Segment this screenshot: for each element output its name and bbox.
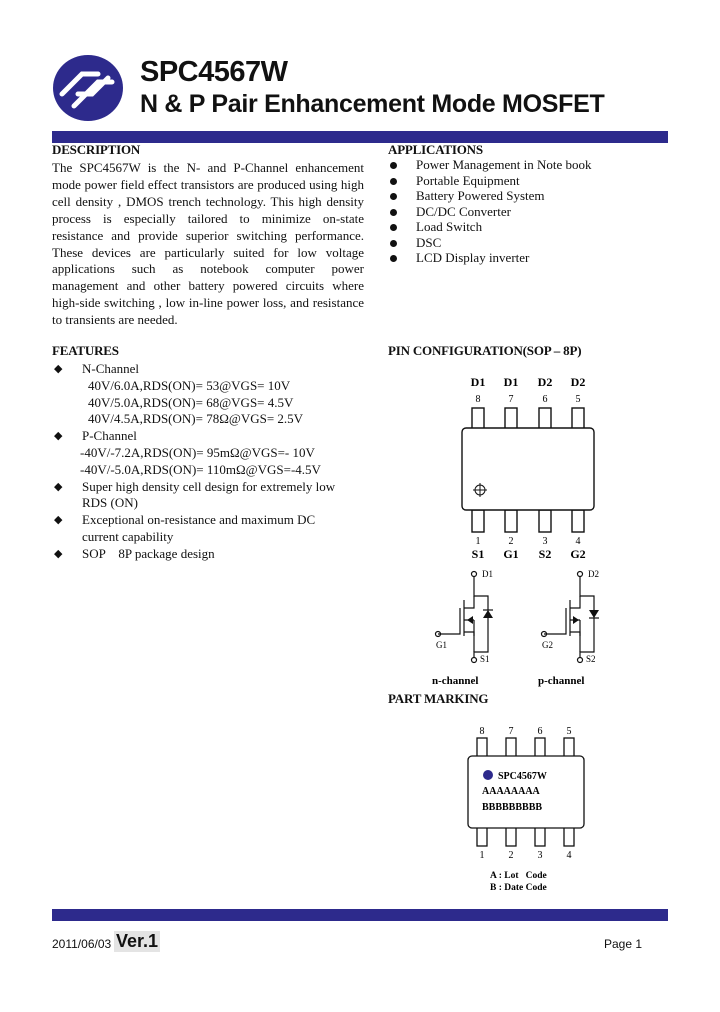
pin-number-8: 8 <box>476 394 481 405</box>
spec-line: -40V/-7.2A,RDS(ON)= 95mΩ@VGS=- 10V <box>80 444 315 460</box>
pin-label-3: S2 <box>539 547 552 561</box>
marking-line-1: SPC4567W <box>498 771 547 782</box>
list-item: LCD Display inverter <box>388 250 591 266</box>
spec-line: -40V/-5.0A,RDS(ON)= 110mΩ@VGS=-4.5V <box>80 461 321 477</box>
mark-pin-2: 2 <box>509 850 514 861</box>
mark-pin-5: 5 <box>567 726 572 737</box>
n-gate-label: G1 <box>436 640 447 650</box>
product-title: SPC4567W <box>140 56 288 88</box>
feature-bullet-cont: current capability <box>82 528 174 544</box>
legend-date-code: B : Date Code <box>490 883 547 893</box>
pin-number-2: 2 <box>509 536 514 547</box>
legend-lot-code: A : Lot Code <box>490 871 547 881</box>
mosfet-schematic-diagram: D1 G1 S1 D2 G2 S2 n-channel p-channel <box>432 569 599 687</box>
list-item: Portable Equipment <box>388 173 591 189</box>
pin-number-3: 3 <box>543 536 548 547</box>
product-subtitle: N & P Pair Enhancement Mode MOSFET <box>140 90 605 118</box>
n-channel-mosfet-symbol <box>434 570 489 664</box>
header-divider-bar <box>52 131 668 143</box>
pin-number-4: 4 <box>576 536 581 547</box>
footer-date: 2011/06/03 <box>52 937 112 951</box>
diamond-bullet-icon: ◆ <box>54 514 63 527</box>
feature-bullet-cont: RDS (ON) <box>82 495 138 511</box>
part-marking-heading: PART MARKING <box>388 691 489 706</box>
mark-pin-1: 1 <box>480 850 485 861</box>
mark-pin-3: 3 <box>538 850 543 861</box>
diamond-bullet-icon: ◆ <box>54 547 63 560</box>
list-item: DSC <box>388 235 591 251</box>
features-heading: FEATURES <box>52 343 119 358</box>
mark-pin-6: 6 <box>538 726 543 737</box>
description-heading: DESCRIPTION <box>52 142 141 157</box>
p-gate-label: G2 <box>542 640 553 650</box>
p-source-label: S2 <box>586 654 596 664</box>
n-source-label: S1 <box>480 654 490 664</box>
pin-number-7: 7 <box>509 394 514 405</box>
pin-number-5: 5 <box>576 394 581 405</box>
list-item: Load Switch <box>388 219 591 235</box>
feature-bullet: ◆SOP 8P package design <box>54 545 215 561</box>
diamond-bullet-icon: ◆ <box>54 363 63 375</box>
sop8-package-diagram: D1 D1 D2 D2 8 7 6 5 1 2 3 4 S1 G1 S2 G2 <box>461 375 595 561</box>
marking-chip-body <box>467 755 585 829</box>
part-marking-diagram: 8 7 6 5 SPC4567W AAAAAAAA BBBBBBBBB 1 2 … <box>467 726 585 893</box>
chip-body <box>461 427 595 511</box>
spec-line: 40V/5.0A,RDS(ON)= 68@VGS= 4.5V <box>88 394 294 410</box>
feature-bullet: ◆Exceptional on-resistance and maximum D… <box>54 512 316 528</box>
features-list: ◆N-Channel 40V/6.0A,RDS(ON)= 53@VGS= 10V… <box>52 361 372 563</box>
diamond-bullet-icon: ◆ <box>54 430 63 443</box>
p-drain-label: D2 <box>588 569 599 579</box>
diamond-bullet-icon: ◆ <box>54 480 63 493</box>
page-number: Page 1 <box>604 937 643 951</box>
p-channel-caption: p-channel <box>538 675 584 687</box>
company-logo-icon <box>53 55 123 121</box>
n-drain-label: D1 <box>482 569 493 579</box>
description-text: The SPC4567W is the N- and P-Channel enh… <box>52 160 364 329</box>
feature-bullet: ◆Super high density cell design for extr… <box>54 478 336 494</box>
pin-label-2: G1 <box>503 547 518 561</box>
spec-line: 40V/6.0A,RDS(ON)= 53@VGS= 10V <box>88 377 291 393</box>
marking-logo-icon <box>483 770 493 780</box>
mark-pin-7: 7 <box>509 726 514 737</box>
pin-label-8: D1 <box>471 375 486 389</box>
feature-n-channel: ◆N-Channel <box>54 361 140 376</box>
pin-config-heading: PIN CONFIGURATION(SOP – 8P) <box>388 343 582 358</box>
version-label: Ver.1 <box>114 931 161 952</box>
marking-line-2: AAAAAAAA <box>482 786 541 797</box>
footer-divider-bar <box>52 909 668 921</box>
pin-number-6: 6 <box>543 394 548 405</box>
pin-label-7: D1 <box>504 375 519 389</box>
applications-heading: APPLICATIONS <box>388 142 483 157</box>
mark-pin-4: 4 <box>567 850 572 861</box>
feature-p-channel: ◆P-Channel <box>54 428 137 444</box>
pin1-marker-icon <box>473 483 487 497</box>
list-item: DC/DC Converter <box>388 204 591 220</box>
list-item: Power Management in Note book <box>388 157 591 173</box>
marking-line-3: BBBBBBBBB <box>482 802 542 813</box>
pin-label-6: D2 <box>538 375 553 389</box>
pin-label-5: D2 <box>571 375 586 389</box>
mark-pin-8: 8 <box>480 726 485 737</box>
pin-label-4: G2 <box>570 547 585 561</box>
n-channel-caption: n-channel <box>432 675 478 687</box>
list-item: Battery Powered System <box>388 188 591 204</box>
p-channel-mosfet-symbol <box>540 570 595 664</box>
applications-list: Power Management in Note book Portable E… <box>388 157 591 266</box>
pin-label-1: S1 <box>472 547 485 561</box>
pin-number-1: 1 <box>476 536 481 547</box>
spec-line: 40V/4.5A,RDS(ON)= 78Ω@VGS= 2.5V <box>88 411 304 427</box>
description-paragraph: The SPC4567W is the N- and P-Channel enh… <box>52 160 364 328</box>
